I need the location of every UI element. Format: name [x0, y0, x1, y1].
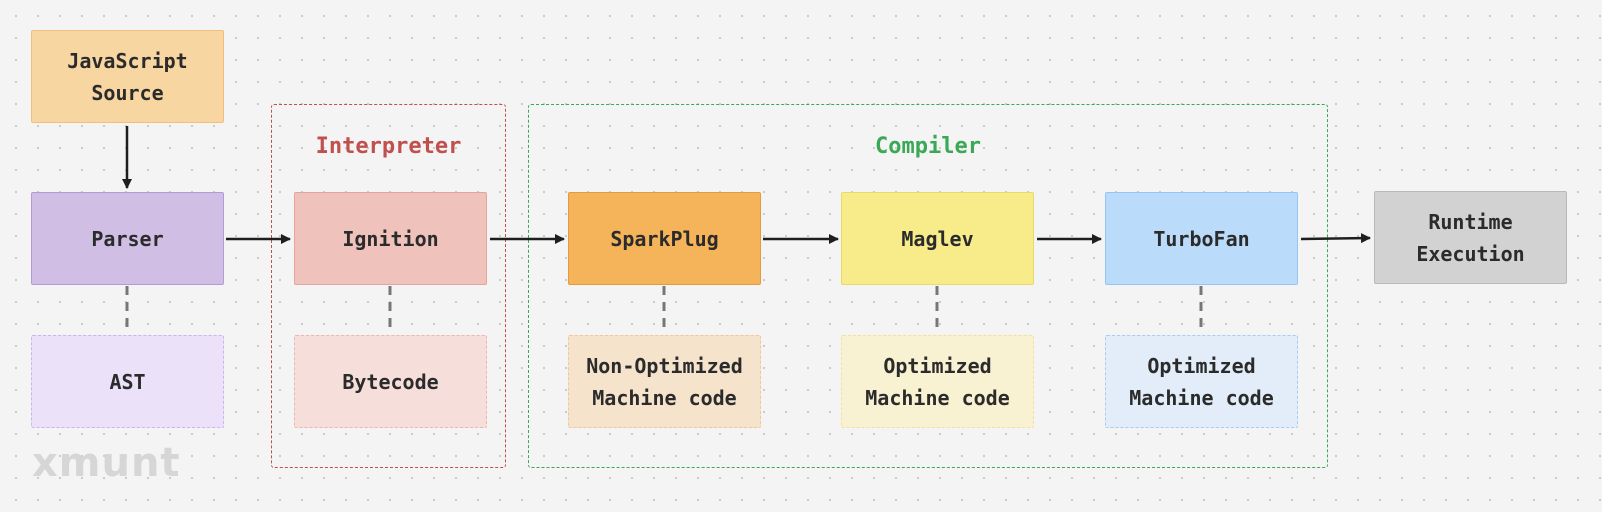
- compiler-group-title: Compiler: [875, 134, 981, 159]
- interpreter-group: [271, 104, 506, 468]
- arrow-turbofan-to-runtime: [1300, 233, 1371, 244]
- turbofan-optimized-machine-code-output: Optimized Machine code: [1105, 335, 1298, 428]
- interpreter-group-title: Interpreter: [315, 134, 462, 159]
- parser-node: Parser: [31, 192, 224, 285]
- turbofan-node: TurboFan: [1105, 192, 1298, 285]
- javascript-source-node: JavaScript Source: [31, 30, 224, 123]
- watermark-logo: xmunt: [32, 440, 181, 486]
- non-optimized-machine-code-output: Non-Optimized Machine code: [568, 335, 761, 428]
- sparkplug-node: SparkPlug: [568, 192, 761, 285]
- ignition-node: Ignition: [294, 192, 487, 285]
- bytecode-output: Bytecode: [294, 335, 487, 428]
- maglev-optimized-machine-code-output: Optimized Machine code: [841, 335, 1034, 428]
- compiler-group: [528, 104, 1328, 468]
- ast-output: AST: [31, 335, 224, 428]
- maglev-node: Maglev: [841, 192, 1034, 285]
- runtime-execution-node: Runtime Execution: [1374, 191, 1567, 284]
